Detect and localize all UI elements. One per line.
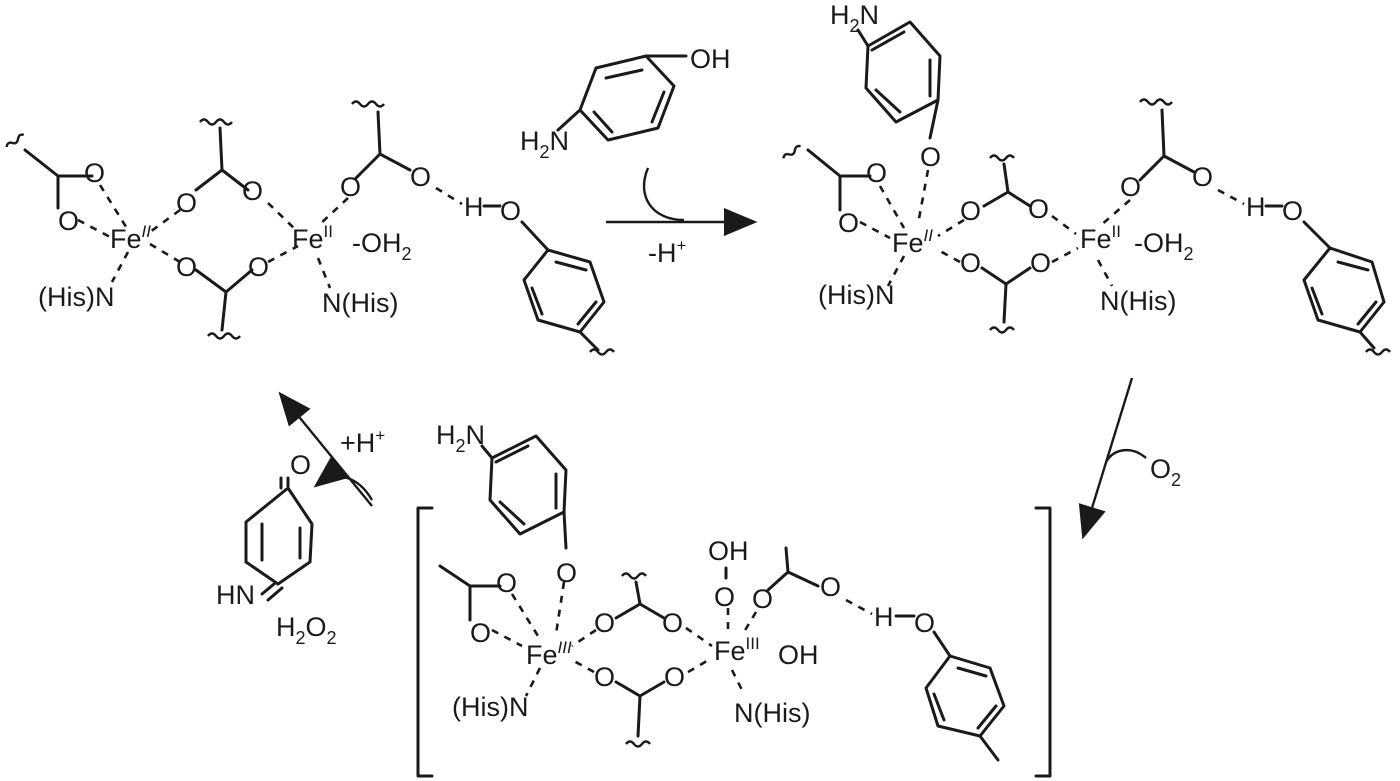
arrow-step2: O2 <box>1078 377 1181 540</box>
h2o2-label: H2O2 <box>276 612 337 648</box>
step1-label: -H+ <box>648 236 687 268</box>
atom-o: O <box>594 662 615 692</box>
atom-o: O <box>714 582 735 612</box>
his-ligand: (His)N <box>38 282 114 312</box>
arrow-step1: -H+ <box>606 167 758 268</box>
hydroxo-oh: OH <box>778 640 819 670</box>
atom-o: O <box>470 618 491 648</box>
water-ligand: -OH2 <box>1134 228 1194 264</box>
atom-o: O <box>242 176 263 206</box>
atom-o: O <box>176 188 197 218</box>
his-ligand: N(His) <box>1100 286 1176 316</box>
hydroperoxo-oh: OH <box>708 536 749 566</box>
his-ligand: N(His) <box>322 288 398 318</box>
atom-o: O <box>820 572 841 602</box>
atom-h: H <box>464 192 484 222</box>
complex-peroxo-intermediate: H2N O O O O O O O OH O O O H O FeIII FeI… <box>416 420 1052 778</box>
product-h2o2: H2O2 <box>276 612 337 648</box>
step2-label: O2 <box>1150 454 1181 490</box>
atom-o: O <box>410 162 431 192</box>
atom-o: O <box>838 208 859 238</box>
atom-o: O <box>84 158 105 188</box>
atom-o: O <box>866 158 887 188</box>
atom-o: O <box>960 248 981 278</box>
atom-o: O <box>1120 172 1141 202</box>
arrow-step3: +H+ <box>278 391 385 507</box>
product-quinone-imine: O HN <box>216 450 314 610</box>
his-ligand: (His)N <box>818 280 894 310</box>
carbonyl-o: O <box>290 450 311 480</box>
iron-fe: FeII <box>292 222 333 254</box>
atom-o: O <box>1030 248 1051 278</box>
atom-o: O <box>752 584 773 614</box>
atom-o: O <box>556 558 577 588</box>
atom-o: O <box>58 206 79 236</box>
atom-o: O <box>594 608 615 638</box>
atom-o: O <box>176 252 197 282</box>
atom-o: O <box>914 608 935 638</box>
amine-h2n: H2N <box>436 420 485 456</box>
amine-h2n: H2N <box>830 0 879 36</box>
atom-o: O <box>1028 194 1049 224</box>
iron-fe: FeII <box>110 222 151 254</box>
his-ligand: N(His) <box>734 698 810 728</box>
iron-fe: FeIII <box>526 638 572 670</box>
step3-label: +H+ <box>340 426 385 458</box>
atom-o: O <box>496 568 517 598</box>
iron-fe: FeII <box>892 226 933 258</box>
atom-o: O <box>960 196 981 226</box>
complex-diferrous-resting: O O O O O O O O H O FeII FeII -OH2 (His)… <box>5 100 615 356</box>
atom-o: O <box>248 252 269 282</box>
hydroxyl-oh: OH <box>690 44 731 74</box>
atom-o: O <box>1282 196 1303 226</box>
atom-o: O <box>920 142 941 172</box>
atom-h: H <box>1246 192 1266 222</box>
amine-h2n: H2N <box>520 126 569 162</box>
atom-h: H <box>874 602 894 632</box>
atom-o: O <box>664 662 685 692</box>
iron-fe: FeIII <box>714 634 760 666</box>
iron-fe: FeII <box>1080 222 1121 254</box>
atom-o: O <box>662 608 683 638</box>
imine-hn: HN <box>216 580 255 610</box>
complex-substrate-bound: H2N O O O O O O O O O H O FeII FeII -OH2… <box>782 0 1391 356</box>
atom-o: O <box>500 196 521 226</box>
atom-o: O <box>340 172 361 202</box>
atom-o: O <box>1192 162 1213 192</box>
his-ligand: (His)N <box>452 692 528 722</box>
reagent-aminophenol: OH H2N <box>520 44 731 162</box>
water-ligand: -OH2 <box>352 228 412 264</box>
